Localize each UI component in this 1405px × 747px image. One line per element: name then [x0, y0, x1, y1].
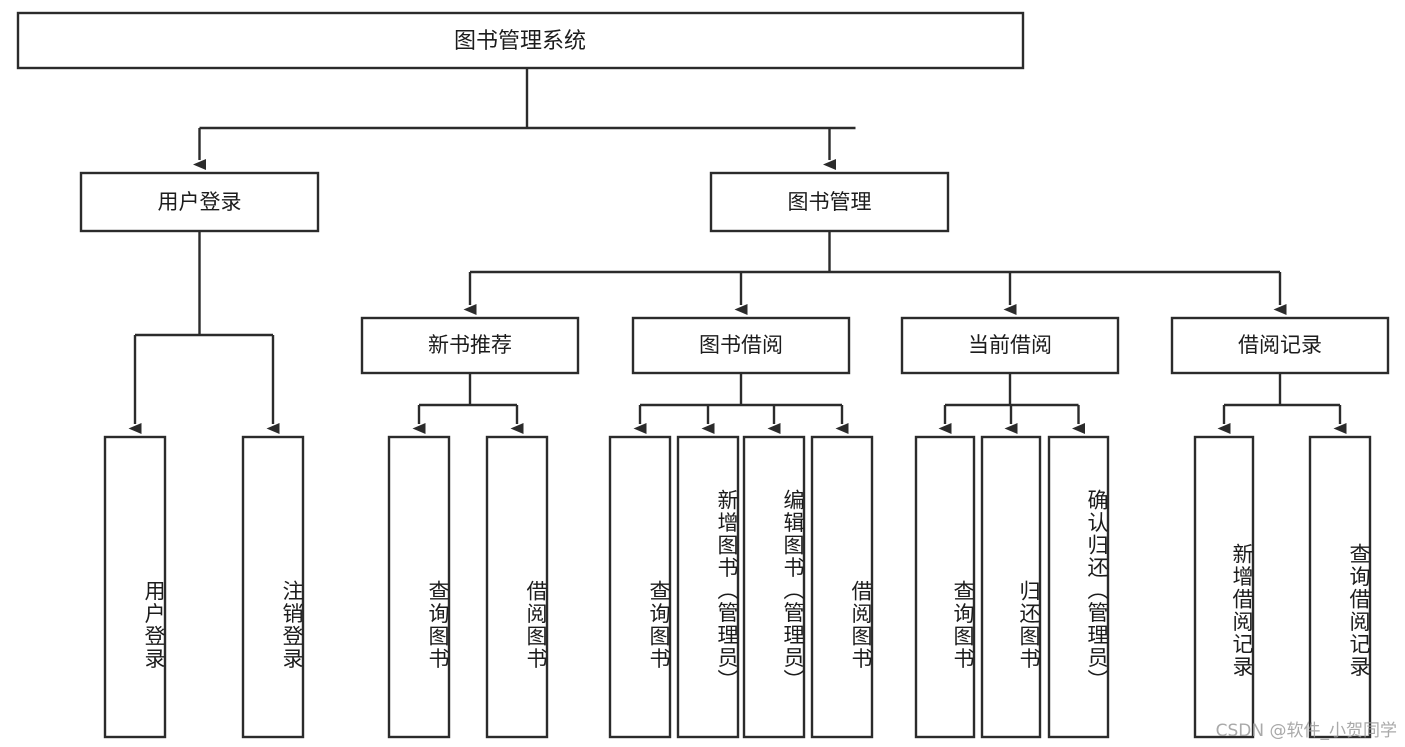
node-book-borrow[interactable]: 图书借阅 — [631, 316, 851, 375]
node-leaf-query-borrow-record-box[interactable] — [1308, 435, 1372, 739]
node-leaf-query-book-current-box[interactable] — [914, 435, 976, 739]
node-leaf-borrow-book-box[interactable] — [810, 435, 874, 739]
node-book-management-label: 图书管理 — [788, 190, 872, 214]
node-current-borrow-label: 当前借阅 — [968, 333, 1052, 357]
node-root-label: 图书管理系统 — [454, 29, 586, 54]
node-book-borrow-box[interactable] — [631, 316, 851, 375]
csdn-watermark: CSDN @软件_小贺同学 — [1215, 721, 1397, 741]
edge-group-currentborrow-to-leaves — [938, 373, 1085, 434]
node-leaf-query-book-borrow-box[interactable] — [608, 435, 672, 739]
node-leaf-user-login-box[interactable] — [103, 435, 167, 739]
node-book-borrow-label: 图书借阅 — [699, 333, 783, 357]
node-user-login-box[interactable] — [79, 171, 320, 233]
edge-group-userlogin-to-leaves — [128, 231, 280, 434]
node-borrow-record-box[interactable] — [1170, 316, 1390, 375]
node-new-book-recommend[interactable]: 新书推荐 — [360, 316, 580, 375]
node-leaf-borrow-book-new-box[interactable] — [485, 435, 549, 739]
node-root-box[interactable] — [16, 11, 1025, 70]
node-user-login-label: 用户登录 — [158, 190, 242, 214]
node-leaf-add-book-box[interactable] — [676, 435, 740, 739]
node-user-login[interactable]: 用户登录 — [79, 171, 320, 233]
node-book-management-box[interactable] — [709, 171, 950, 233]
edge-group-bookmgmt-to-level3 — [463, 231, 1287, 315]
edge-group-newbook-to-leaves — [412, 373, 524, 434]
node-new-book-recommend-box[interactable] — [360, 316, 580, 375]
node-borrow-record[interactable]: 借阅记录 — [1170, 316, 1390, 375]
edge-group-borrowrecord-to-leaves — [1217, 373, 1347, 434]
node-root[interactable]: 图书管理系统 — [16, 11, 1025, 70]
node-book-management[interactable]: 图书管理 — [709, 171, 950, 233]
node-leaf-logout-box[interactable] — [241, 435, 305, 739]
node-borrow-record-label: 借阅记录 — [1238, 333, 1322, 357]
node-leaf-confirm-return-box[interactable] — [1047, 435, 1110, 739]
leaf-boxes — [103, 435, 1372, 739]
node-new-book-recommend-label: 新书推荐 — [428, 333, 512, 357]
node-current-borrow[interactable]: 当前借阅 — [900, 316, 1120, 375]
edge-group-root-to-level2 — [193, 68, 856, 170]
node-leaf-add-borrow-record-box[interactable] — [1193, 435, 1255, 739]
node-leaf-query-book-new-box[interactable] — [387, 435, 451, 739]
edge-group-bookborrow-to-leaves — [633, 373, 849, 434]
node-leaf-return-book-box[interactable] — [980, 435, 1042, 739]
node-leaf-edit-book-box[interactable] — [742, 435, 806, 739]
node-current-borrow-box[interactable] — [900, 316, 1120, 375]
